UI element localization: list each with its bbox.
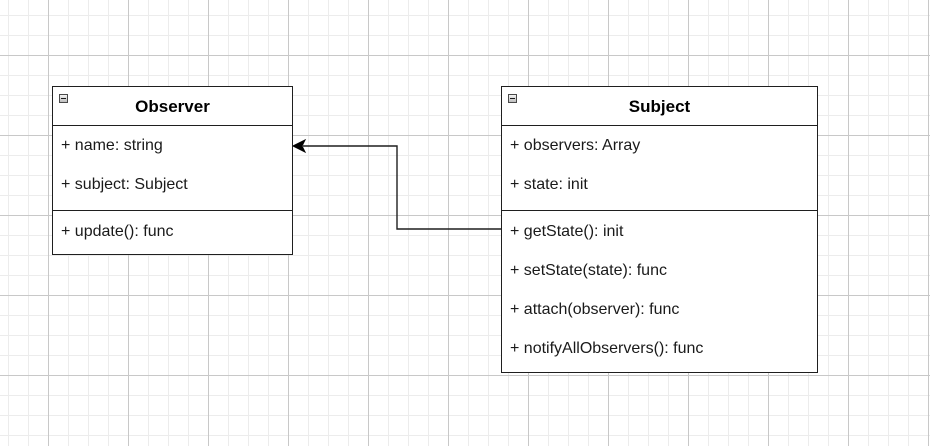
observer-methods: + update(): func bbox=[53, 212, 292, 251]
subject-class-box[interactable]: Subject + observers: Array + state: init… bbox=[501, 86, 818, 373]
observer-class-header[interactable]: Observer bbox=[53, 87, 292, 126]
subject-class-title: Subject bbox=[628, 97, 691, 116]
observer-attributes: + name: string + subject: Subject bbox=[53, 126, 292, 211]
collapse-minus-icon[interactable] bbox=[59, 94, 68, 103]
subject-method-notifyallobservers[interactable]: + notifyAllObservers(): func bbox=[510, 340, 704, 357]
subject-attribute-observers[interactable]: + observers: Array bbox=[510, 137, 641, 154]
subject-method-attach[interactable]: + attach(observer): func bbox=[510, 301, 680, 318]
subject-attribute-state[interactable]: + state: init bbox=[510, 176, 588, 193]
subject-method-setstate[interactable]: + setState(state): func bbox=[510, 262, 667, 279]
arrowhead-icon bbox=[291, 138, 307, 154]
subject-class-header[interactable]: Subject bbox=[502, 87, 817, 126]
observer-class-title: Observer bbox=[135, 97, 210, 116]
observer-method-update[interactable]: + update(): func bbox=[61, 223, 174, 240]
observer-attribute-subject[interactable]: + subject: Subject bbox=[61, 176, 188, 193]
subject-method-getstate[interactable]: + getState(): init bbox=[510, 223, 624, 240]
observer-attribute-name[interactable]: + name: string bbox=[61, 137, 163, 154]
connector-line[interactable] bbox=[303, 145, 501, 230]
observer-class-box[interactable]: Observer + name: string + subject: Subje… bbox=[52, 86, 293, 255]
subject-methods: + getState(): init + setState(state): fu… bbox=[502, 212, 817, 368]
collapse-minus-icon[interactable] bbox=[508, 94, 517, 103]
subject-attributes: + observers: Array + state: init bbox=[502, 126, 817, 211]
